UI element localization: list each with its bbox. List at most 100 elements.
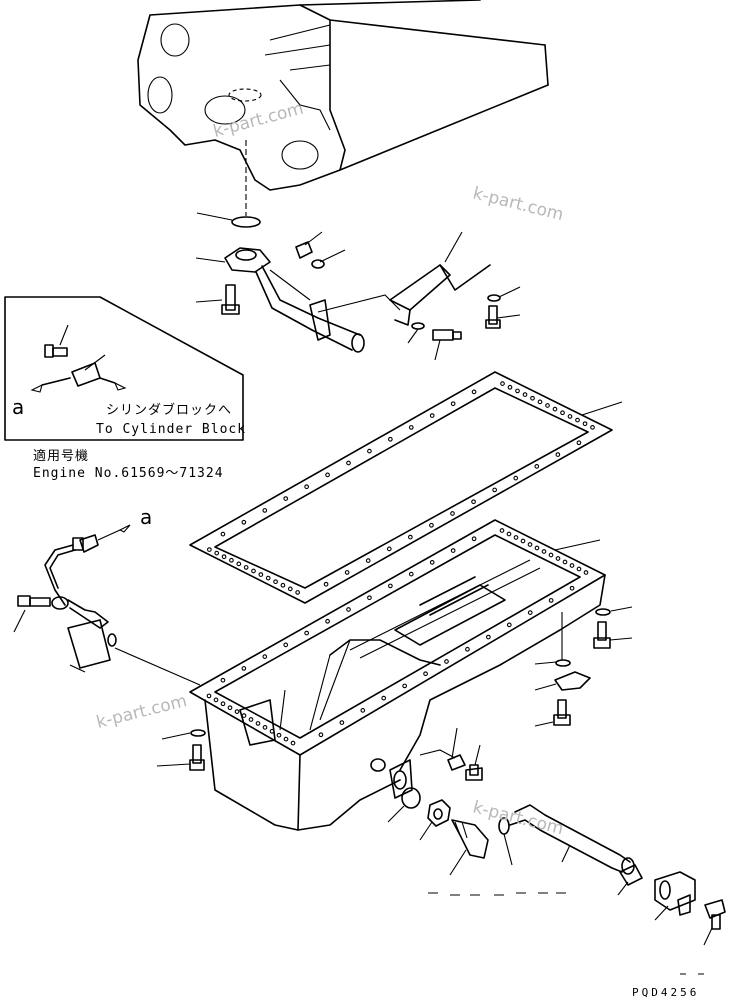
inset-ref-letter: a	[12, 395, 24, 419]
bolt-hole	[527, 610, 533, 615]
fastener-part	[534, 606, 633, 727]
bolt-hole	[304, 630, 309, 636]
bolt-hole	[507, 384, 513, 390]
bolt-hole	[444, 659, 449, 664]
bolt-hole	[262, 654, 268, 659]
bolt-hole	[283, 642, 289, 648]
drawing-code: PQD4256	[632, 986, 699, 999]
sensor-ref-letter: a	[140, 505, 152, 529]
bolt-hole	[290, 740, 296, 746]
bolt-hole	[273, 579, 278, 585]
bolt-hole	[576, 566, 582, 572]
watermark: k-part.com	[471, 183, 566, 225]
bolt-part	[156, 729, 206, 771]
nut-part	[295, 231, 346, 269]
bolt-hole	[429, 413, 435, 418]
bolt-hole	[386, 546, 392, 552]
bolt-hole	[560, 410, 565, 416]
bolt-hole	[365, 558, 371, 563]
bolt-hole	[499, 528, 505, 533]
bolt-hole	[344, 570, 350, 575]
bolt-hole	[227, 705, 233, 711]
bolt-hole	[243, 565, 249, 570]
bolt-hole	[541, 549, 547, 554]
bolt-hole	[408, 571, 414, 577]
bolt-hole	[582, 421, 588, 427]
bolt-hole	[450, 548, 456, 553]
bolt-hole	[241, 519, 247, 525]
bolt-hole	[522, 392, 528, 397]
bolt-hole	[527, 542, 533, 547]
bolt-hole	[381, 695, 387, 701]
bolt-hole	[506, 622, 512, 628]
sensor-part: a	[13, 505, 201, 686]
cylinder-block	[137, 0, 549, 191]
bolt-hole	[500, 381, 505, 386]
watermark: k-part.com	[211, 99, 306, 142]
bolt-hole	[248, 717, 254, 722]
bolt-hole	[295, 590, 300, 595]
bolt-hole	[262, 725, 268, 730]
bolt-hole	[450, 511, 455, 516]
bolt-hole	[408, 425, 414, 430]
bolt-hole	[323, 581, 329, 587]
bolt-hole	[408, 534, 413, 540]
bolt-hole	[429, 560, 435, 565]
engine-range-label: Engine No.61569～71324	[33, 466, 224, 481]
bolt-hole	[492, 487, 497, 493]
bolt-hole	[360, 708, 366, 713]
bolt-hole	[471, 389, 477, 395]
bolt-hole	[590, 425, 595, 430]
suction-tube-part	[195, 247, 365, 353]
bolt-hole	[262, 508, 268, 513]
bolt-hole	[534, 464, 540, 469]
bolt-hole	[576, 440, 582, 446]
bolt-hole	[255, 721, 261, 726]
bolt-hole	[562, 559, 568, 565]
bolt-hole	[276, 732, 282, 738]
bolt-hole	[423, 671, 428, 677]
bolt-hole	[545, 403, 550, 408]
bolt-hole	[241, 666, 247, 671]
bolt-hole	[220, 677, 226, 683]
bolt-hole	[471, 536, 477, 542]
bolt-hole	[287, 586, 293, 592]
bolt-hole	[339, 720, 345, 725]
watermark: k-part.com	[94, 691, 189, 733]
bolt-hole	[583, 570, 589, 575]
watermark: k-part.com	[471, 797, 566, 839]
bolt-hole	[537, 399, 543, 405]
applicability-jp: 適用号機	[33, 448, 89, 464]
bolt-hole	[346, 460, 351, 466]
bolt-part	[195, 284, 240, 315]
bolt-hole	[206, 693, 212, 699]
bolt-hole	[388, 583, 393, 589]
bolt-hole	[534, 545, 540, 551]
bolt-hole	[280, 582, 286, 588]
bolt-hole	[548, 552, 554, 558]
bolt-hole	[220, 701, 226, 707]
bolt-hole	[236, 561, 242, 567]
bolt-hole	[283, 736, 289, 742]
bolt-hole	[575, 417, 580, 423]
bolt-hole	[367, 595, 372, 601]
bolt-hole	[429, 522, 434, 528]
bolt-hole	[388, 436, 393, 442]
bolt-hole	[229, 557, 234, 563]
drain-tube-part	[509, 804, 726, 946]
bolt-hole	[555, 452, 561, 457]
bolt-hole	[513, 535, 519, 540]
bolt-hole	[325, 472, 330, 478]
inset-detail: a シリンダブロックへ To Cylinder Block	[4, 296, 245, 441]
bolt-hole	[346, 607, 351, 612]
bolt-hole	[548, 598, 554, 603]
bolt-hole	[367, 448, 372, 454]
gasket-part	[189, 371, 623, 604]
bolt-hole	[569, 585, 575, 591]
bolt-hole	[569, 563, 575, 568]
bolt-hole	[567, 414, 573, 419]
bolt-hole	[486, 634, 491, 640]
bolt-hole	[471, 499, 476, 505]
bolt-hole	[269, 728, 275, 734]
